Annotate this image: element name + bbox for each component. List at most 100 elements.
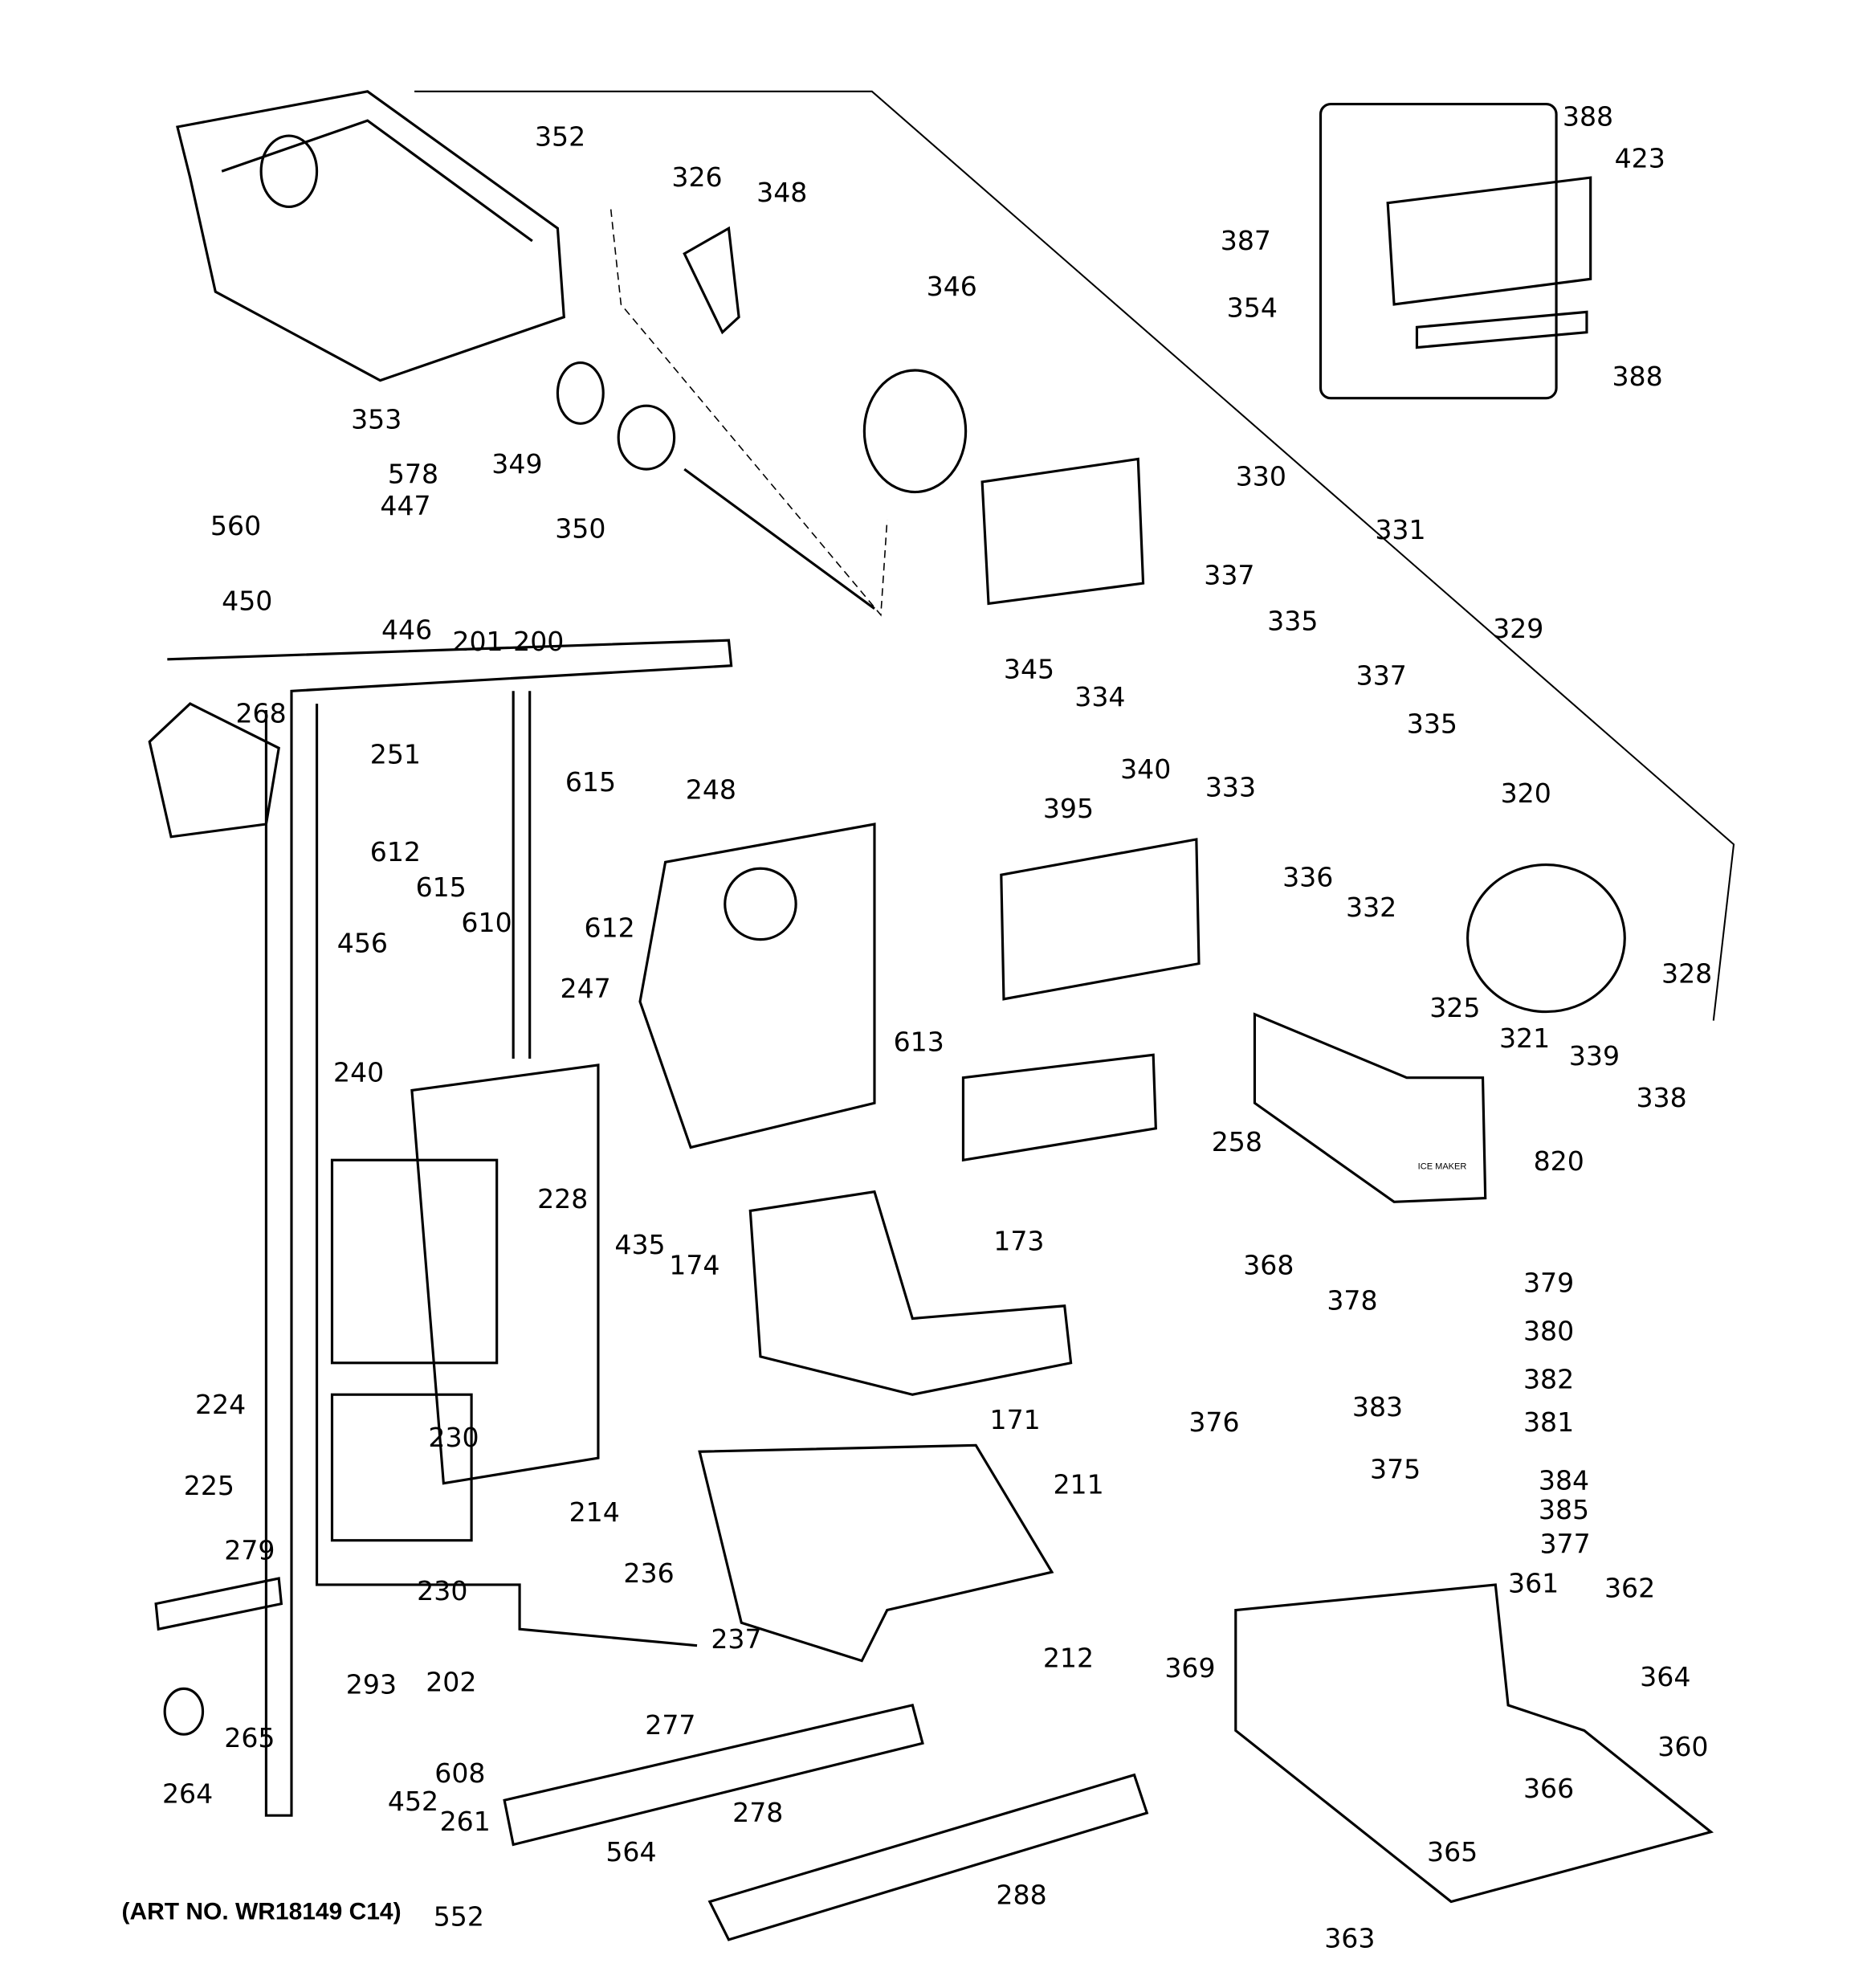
part-number-label: 277 xyxy=(645,1709,695,1741)
part-number-label: 336 xyxy=(1282,861,1333,892)
part-number-label: 230 xyxy=(417,1575,467,1606)
part-number-label: 560 xyxy=(210,510,261,541)
assembly-boundary-line xyxy=(414,90,1735,1021)
part-number-label: 610 xyxy=(461,907,512,938)
part-number-label: 360 xyxy=(1657,1731,1708,1762)
part-number-label: 349 xyxy=(491,448,542,480)
dashed-region xyxy=(609,209,888,617)
part-number-label: 387 xyxy=(1221,225,1271,256)
part-number-label: 388 xyxy=(1612,361,1662,392)
part-number-label: 258 xyxy=(1212,1126,1262,1157)
part-number-label: 345 xyxy=(1004,654,1054,685)
part-number-label: 452 xyxy=(388,1786,438,1817)
part-number-label: 379 xyxy=(1523,1267,1574,1298)
part-number-label: 331 xyxy=(1375,514,1425,545)
part-number-label: 279 xyxy=(224,1534,275,1565)
part-number-label: 332 xyxy=(1346,892,1396,923)
part-number-label: 446 xyxy=(381,614,432,646)
evaporator-cover xyxy=(410,1063,600,1485)
part-number-label: 352 xyxy=(535,121,585,153)
ice-maker xyxy=(1253,1012,1487,1203)
part-number-label: 377 xyxy=(1539,1529,1590,1560)
part-number-label: 247 xyxy=(561,973,611,1004)
dispenser-frame xyxy=(1319,103,1558,400)
part-number-label: 173 xyxy=(993,1225,1044,1256)
part-number-label: 329 xyxy=(1493,613,1543,644)
part-number-label: 326 xyxy=(671,161,722,193)
crusher-housing xyxy=(862,369,968,494)
part-number-label: 368 xyxy=(1243,1249,1294,1280)
part-number-label: 335 xyxy=(1407,708,1457,739)
part-number-label: 383 xyxy=(1352,1391,1403,1423)
part-number-label: 380 xyxy=(1523,1315,1574,1346)
part-number-label: 365 xyxy=(1427,1836,1478,1868)
part-number-label: 354 xyxy=(1227,292,1278,324)
part-number-label: 211 xyxy=(1053,1468,1103,1500)
part-number-label: 613 xyxy=(894,1027,944,1058)
part-number-label: 456 xyxy=(337,927,388,958)
art-number: (ART NO. WR18149 C14) xyxy=(122,1899,402,1925)
part-number-label: 820 xyxy=(1534,1145,1584,1177)
part-number-label: 346 xyxy=(927,271,977,302)
part-number-label: 174 xyxy=(669,1249,720,1280)
ice-bucket-outlet xyxy=(259,134,319,208)
part-number-label: 293 xyxy=(346,1669,397,1700)
part-number-label: 615 xyxy=(416,872,467,903)
part-number-label: 369 xyxy=(1164,1652,1215,1684)
bearing-plate xyxy=(683,226,740,335)
part-number-label: 385 xyxy=(1539,1494,1589,1525)
ice-bucket xyxy=(176,90,565,382)
part-number-label: 214 xyxy=(569,1496,620,1528)
control-housing xyxy=(1234,1583,1714,1904)
part-number-label: 201 xyxy=(452,626,503,657)
part-number-label: 375 xyxy=(1370,1453,1421,1484)
part-number-label: 240 xyxy=(333,1056,384,1088)
part-number-label: 353 xyxy=(351,404,402,435)
auger-motor xyxy=(1466,863,1626,1014)
part-number-label: 339 xyxy=(1569,1040,1620,1072)
fan-shroud-opening xyxy=(724,867,797,941)
part-number-label: 278 xyxy=(732,1797,783,1828)
part-number-label: 564 xyxy=(605,1836,656,1868)
part-number-label: 578 xyxy=(388,458,438,489)
part-number-label: 395 xyxy=(1043,793,1094,824)
auger-coupler xyxy=(556,361,605,425)
part-number-label: 224 xyxy=(195,1389,246,1420)
part-number-label: 335 xyxy=(1267,606,1318,637)
dispenser-trim xyxy=(1415,310,1588,349)
part-number-label: 248 xyxy=(686,774,736,805)
ice-bin xyxy=(698,1443,1054,1663)
part-number-label: 264 xyxy=(162,1778,213,1809)
part-number-label: 366 xyxy=(1523,1773,1574,1804)
part-number-label: 171 xyxy=(990,1404,1041,1435)
part-number-label: 330 xyxy=(1236,461,1286,492)
part-number-label: 364 xyxy=(1640,1661,1690,1692)
part-number-label: 612 xyxy=(370,836,421,867)
part-number-label: 381 xyxy=(1523,1406,1574,1438)
auger-rod xyxy=(683,467,875,610)
evaporator xyxy=(330,1158,499,1365)
motor-plate xyxy=(980,457,1145,606)
support-rail xyxy=(503,1704,924,1847)
part-number-label: 378 xyxy=(1327,1284,1377,1316)
part-number-label: 423 xyxy=(1615,142,1665,173)
part-number-label: 337 xyxy=(1356,659,1407,691)
cabinet-frame xyxy=(167,639,733,1817)
part-number-label: 363 xyxy=(1324,1922,1375,1953)
part-number-label: 340 xyxy=(1120,753,1171,785)
part-number-label: 202 xyxy=(426,1667,476,1698)
part-number-label: 388 xyxy=(1563,100,1613,132)
roller xyxy=(163,1687,205,1736)
part-number-label: 552 xyxy=(434,1901,484,1933)
part-number-label: 447 xyxy=(380,490,430,521)
part-number-label: 348 xyxy=(756,177,807,208)
part-number-label: 328 xyxy=(1661,957,1712,989)
part-number-label: 251 xyxy=(370,738,421,769)
dispenser-door xyxy=(1386,176,1592,306)
evaporator-lower xyxy=(330,1393,473,1542)
part-number-label: 382 xyxy=(1523,1363,1574,1394)
part-number-label: 362 xyxy=(1604,1573,1655,1604)
part-number-label: 225 xyxy=(184,1470,234,1501)
part-number-label: 337 xyxy=(1204,560,1254,591)
